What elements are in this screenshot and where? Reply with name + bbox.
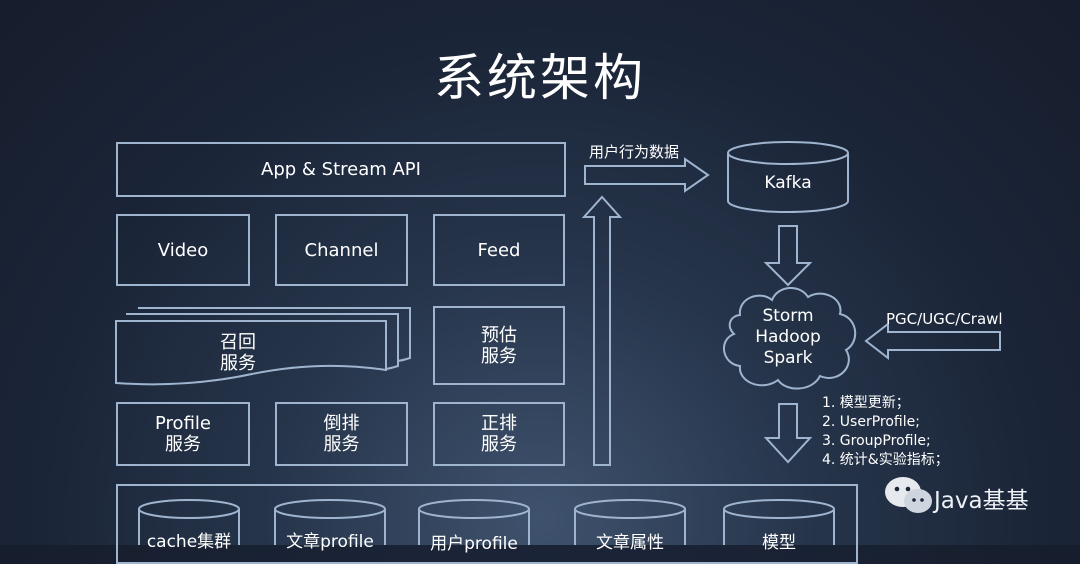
note-item: 4. 统计&实验指标； [822,452,949,468]
video-box: Video [116,214,250,286]
feed-box-label: Feed [477,239,521,261]
wechat-icon [885,477,932,513]
forward-index-service-box: 正排 服务 [433,402,565,466]
note-item: 3. GroupProfile; [822,433,931,449]
channel-box: Channel [275,214,408,286]
update-notes: 1. 模型更新； 2. UserProfile; 3. GroupProfile… [822,394,949,470]
estimate-service-label: 预估 服务 [481,324,517,367]
upload-arrow [581,195,623,466]
kafka-label: Kafka [764,173,812,193]
page-title: 系统架构 [434,49,646,107]
processing-cloud-labels: Storm Hadoop Spark [728,306,848,369]
forward-index-service-label: 正排 服务 [481,413,517,455]
processing-cloud [723,287,856,390]
estimate-service-box: 预估 服务 [433,306,565,385]
profile-service-box: Profile 服务 [116,402,250,466]
storage-down-arrow [763,403,813,464]
storage-cache-label: cache集群 [146,532,232,552]
user-behavior-label: 用户行为数据 [589,143,680,161]
storage-cylinders [138,499,835,545]
note-item: 1. 模型更新； [822,395,910,411]
recall-doc-front [115,320,387,386]
video-box-label: Video [157,239,209,261]
profile-service-label: Profile 服务 [155,413,211,455]
channel-box-label: Channel [304,239,379,261]
storage-user-profile-label: 用户profile [430,534,518,554]
api-box-label: App & Stream API [261,159,421,180]
kafka-down-arrow [763,225,813,287]
storage-article-attributes-label: 文章属性 [596,533,664,553]
storage-model-label: 模型 [762,533,796,553]
storage-article-profile-label: 文章profile [286,532,374,552]
kafka-cylinder [727,141,849,213]
inverted-index-service-box: 倒排 服务 [275,402,408,466]
watermark-text: Java基基 [934,488,1029,514]
diagram-shapes [115,141,1001,545]
sources-label: PGC/UGC/Crawl [886,310,1003,328]
note-item: 2. UserProfile; [822,414,920,430]
sources-left-arrow [864,321,1001,361]
user-behavior-arrow [584,157,710,193]
inverted-index-service-label: 倒排 服务 [323,413,360,455]
api-box: App & Stream API [116,142,566,197]
hadoop-label: Hadoop [755,327,821,347]
recall-service-label: 召回 服务 [220,332,256,374]
spark-label: Spark [763,348,813,368]
feed-box: Feed [433,214,565,286]
storm-label: Storm [762,306,814,326]
recall-doc-back-1 [126,313,399,370]
recall-doc-back-2 [138,307,411,362]
